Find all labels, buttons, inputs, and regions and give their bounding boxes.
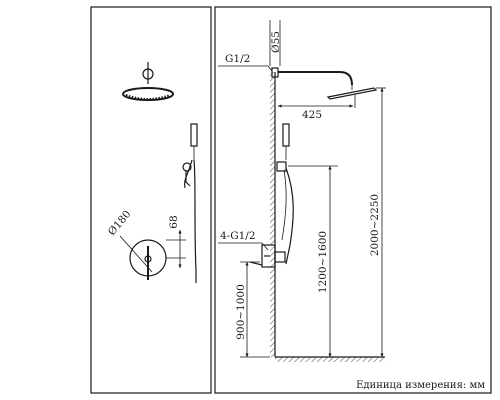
depth-label: 68 bbox=[168, 215, 180, 228]
arm-length-label: 425 bbox=[302, 109, 322, 121]
units-note: Единица измерения: мм bbox=[356, 380, 485, 391]
hand-shower-side-view bbox=[276, 123, 294, 265]
left-panel-frame bbox=[90, 6, 212, 394]
right-panel: Ø55 G1/2 425 4-G1/2 900~10 bbox=[218, 20, 485, 391]
shower-head-front-view bbox=[122, 62, 174, 101]
hand-shower-front-view bbox=[182, 123, 198, 283]
arm-thread-label: G1/2 bbox=[225, 53, 250, 65]
wall bbox=[270, 72, 276, 357]
mixer-valve-front-view bbox=[129, 239, 167, 280]
right-panel-frame bbox=[214, 6, 492, 394]
flange-diameter-label: Ø55 bbox=[270, 31, 282, 53]
head-height-label: 2000~2250 bbox=[369, 194, 381, 256]
shower-arm-side-view bbox=[271, 67, 378, 100]
floor bbox=[275, 356, 385, 362]
valve-height-label: 900~1000 bbox=[235, 284, 247, 340]
valve-thread-label: 4-G1/2 bbox=[220, 230, 256, 242]
left-panel: 68 Ø180 bbox=[106, 62, 198, 283]
mixer-valve-side-view bbox=[249, 244, 286, 268]
diameter-label: Ø180 bbox=[106, 208, 134, 238]
holder-height-label: 1200~1600 bbox=[317, 231, 329, 293]
depth-dimension bbox=[166, 229, 186, 269]
diameter-leader-line bbox=[119, 235, 153, 273]
